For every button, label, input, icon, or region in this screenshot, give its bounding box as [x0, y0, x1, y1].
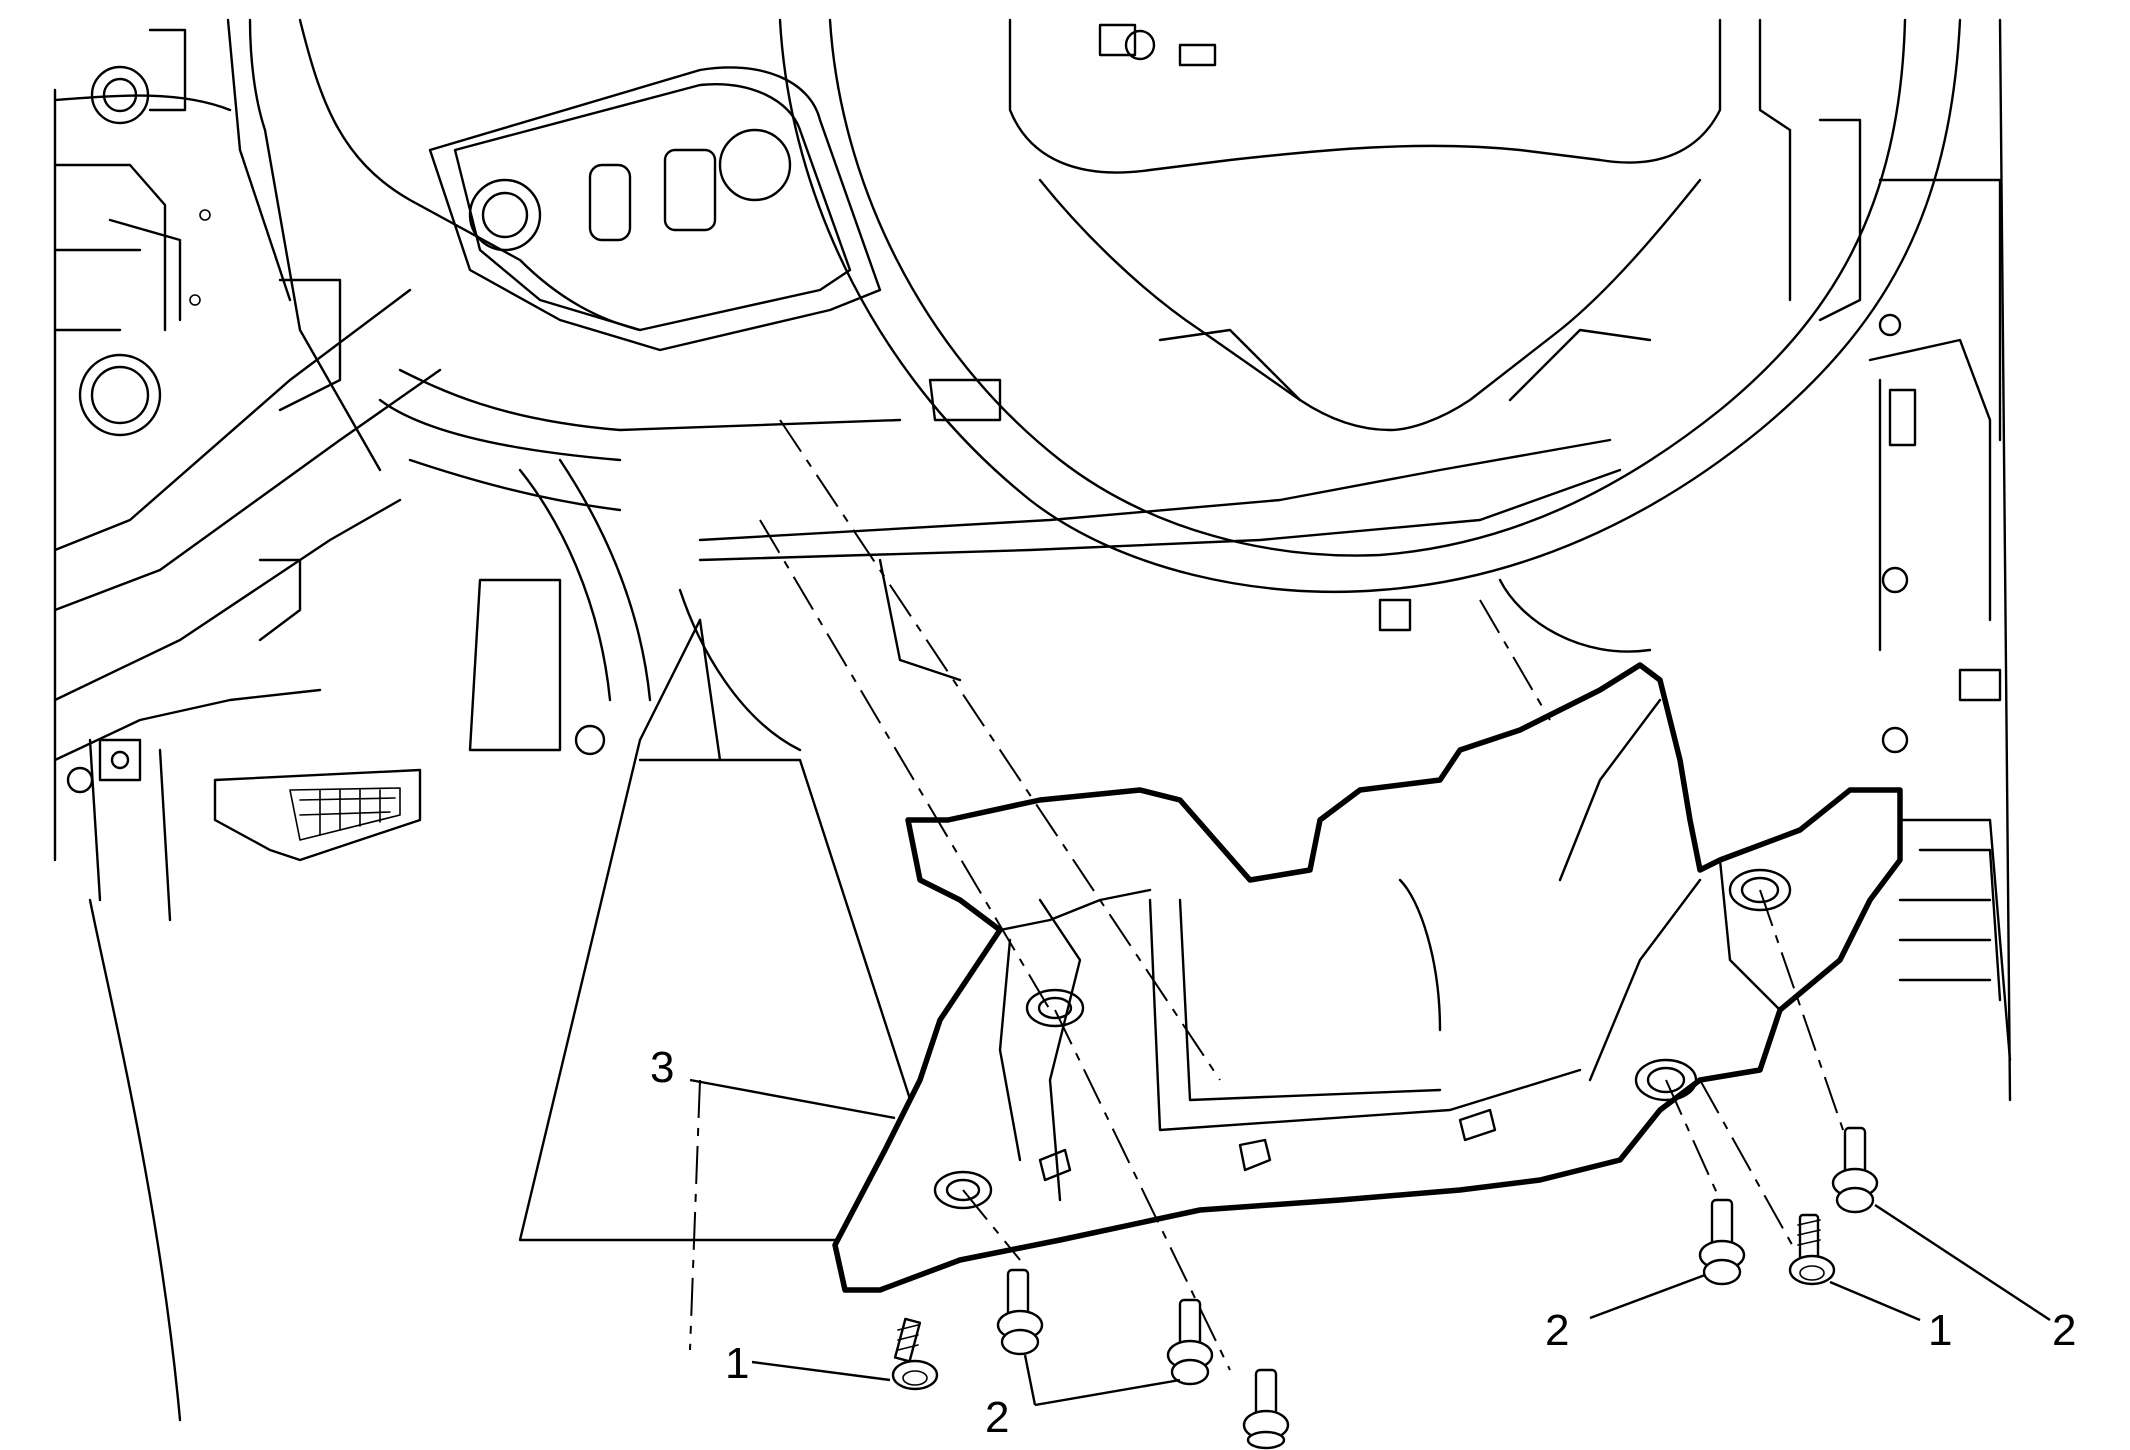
fastener-bolt-left-2a — [996, 1268, 1044, 1356]
fastener-screw-left-1 — [891, 1317, 939, 1391]
fastener-bolt-left-2c — [1242, 1368, 1290, 1450]
fastener-bolt-right-2a — [1698, 1198, 1746, 1286]
callout-1-left: 1 — [725, 1339, 749, 1388]
switch-panel — [298, 18, 902, 756]
dash-lower-background — [678, 438, 1652, 752]
left-dash-structure — [53, 18, 442, 1422]
right-structure — [1758, 18, 2012, 1102]
callout-2-left: 2 — [985, 1393, 1009, 1442]
callout-2-right-b: 2 — [2052, 1306, 2076, 1355]
knee-bolster-bracket — [832, 662, 1903, 1293]
fastener-bolt-left-2b — [1166, 1298, 1214, 1386]
bracket-reference-outline — [518, 618, 922, 1242]
callout-1-right: 1 — [1928, 1306, 1952, 1355]
fastener-bolt-right-2b — [1831, 1126, 1879, 1214]
callout-2-right-a: 2 — [1545, 1306, 1569, 1355]
leader-lines — [689, 1078, 2051, 1407]
callout-3: 3 — [650, 1043, 674, 1092]
steering-wheel — [778, 18, 1962, 594]
fastener-screw-right-1 — [1788, 1213, 1836, 1286]
